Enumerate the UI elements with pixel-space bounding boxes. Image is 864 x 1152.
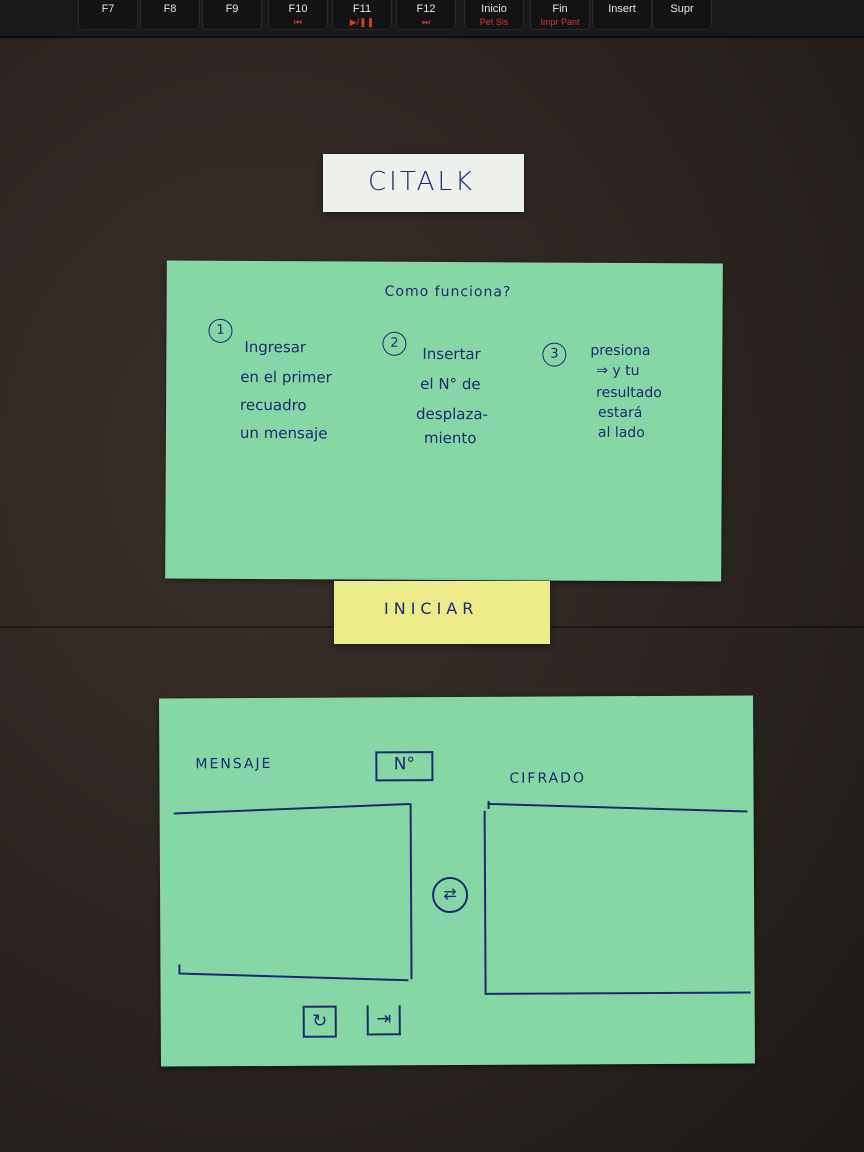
key-f12: F12⏭	[396, 0, 456, 30]
step-3-line-3: resultado	[596, 384, 662, 402]
key-f7: F7	[78, 0, 138, 30]
instructions-heading: Como funciona?	[384, 283, 512, 301]
cipher-result-label: CIFRADO	[509, 770, 587, 787]
arrow-right-icon: ⇥	[376, 1008, 392, 1030]
step-3-line-2: ⇒ y tu	[596, 362, 640, 380]
step-2-line-1: Insertar	[422, 344, 481, 364]
step-3-number: 3	[542, 342, 567, 367]
step-2-number: 2	[382, 331, 407, 356]
message-label: MENSAJE	[195, 755, 273, 773]
key-f9: F9	[202, 0, 262, 30]
step-1-line-1: Ingresar	[244, 337, 307, 357]
start-button[interactable]: INICIAR	[334, 581, 550, 644]
reset-button[interactable]: ↻	[302, 1005, 337, 1038]
key-f11: F11▶/❚❚	[332, 0, 392, 30]
step-2-line-4: miento	[423, 428, 477, 448]
step-3-line-4: estará	[598, 404, 643, 422]
instructions-card: Como funciona? 1 Ingresar en el primer r…	[165, 260, 723, 582]
reset-icon: ↻	[312, 1010, 328, 1032]
app-title: CITALK	[368, 167, 476, 197]
start-button-label: INICIAR	[384, 599, 479, 618]
key-f8: F8	[140, 0, 200, 30]
cipher-screen-card: MENSAJE N° CIFRADO ⇄ ↻ ⇥	[159, 695, 755, 1067]
step-1-number: 1	[208, 318, 233, 343]
key-f10: F10⏮	[268, 0, 328, 30]
cipher-result-textarea	[483, 799, 753, 996]
swap-button[interactable]: ⇄	[431, 876, 469, 914]
step-1-line-3: recuadro	[240, 395, 307, 415]
app-title-card: CITALK	[323, 154, 524, 212]
step-1-line-4: un mensaje	[239, 423, 328, 443]
step-2-line-2: el N° de	[420, 374, 481, 394]
next-button[interactable]: ⇥	[366, 1005, 401, 1036]
step-3-line-5: al lado	[597, 424, 645, 442]
key-supr: Supr	[652, 0, 712, 30]
shift-number-label: N°	[393, 754, 416, 775]
shift-number-input[interactable]: N°	[375, 751, 434, 782]
message-textarea[interactable]	[173, 797, 415, 988]
key-insert: Insert	[592, 0, 652, 30]
swap-arrows-icon: ⇄	[443, 884, 457, 904]
step-3-line-1: presiona	[590, 342, 651, 360]
step-1-line-2: en el primer	[240, 367, 332, 387]
